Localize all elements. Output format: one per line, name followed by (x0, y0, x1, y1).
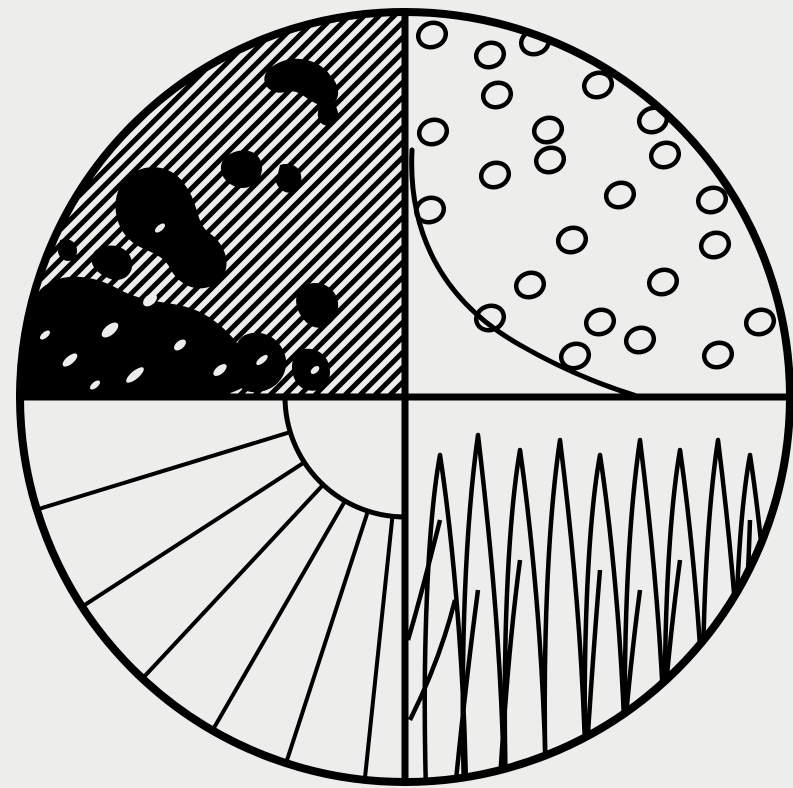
circle-diagram (0, 0, 793, 788)
diagram-svg (0, 0, 793, 788)
